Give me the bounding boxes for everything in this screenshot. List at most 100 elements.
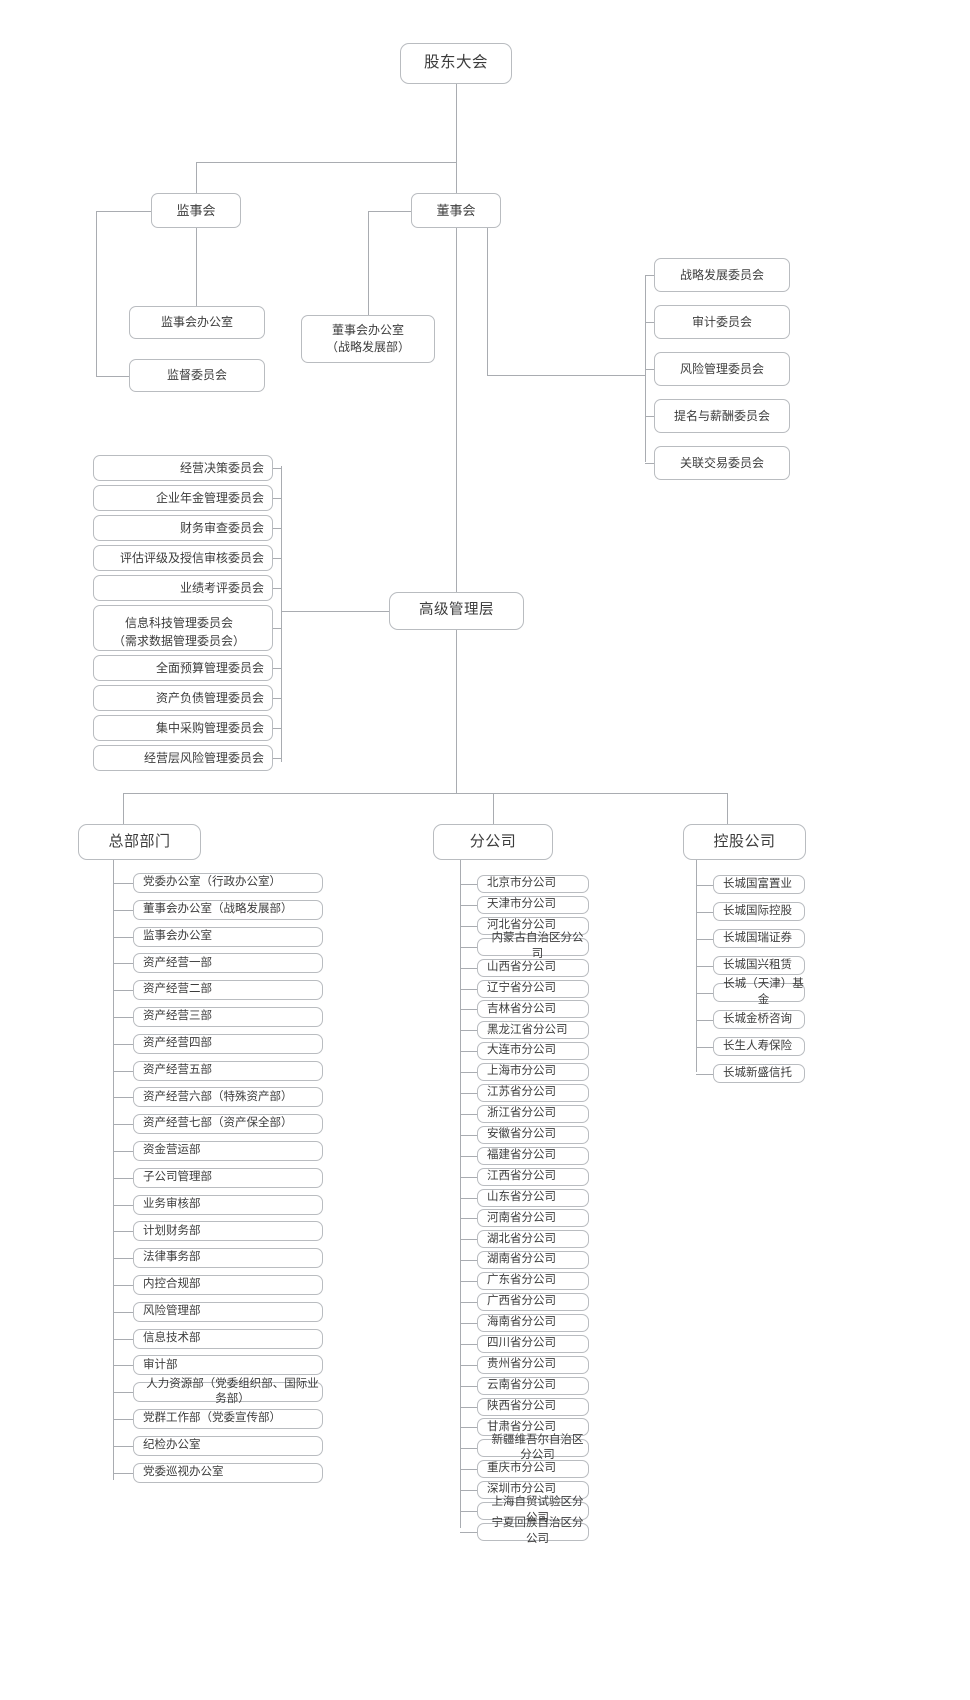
board-committee-3[interactable]: 提名与薪酬委员会 — [654, 399, 790, 433]
hq-department-19-connector — [113, 1392, 133, 1394]
branch-31[interactable]: 宁夏回族自治区分公司 — [477, 1517, 589, 1545]
hq-department-21[interactable]: 纪检办公室 — [133, 1435, 323, 1456]
branch-4-connector — [460, 967, 477, 969]
hq-department-6[interactable]: 资产经营四部 — [133, 1033, 323, 1054]
management-committee-7[interactable]: 资产负债管理委员会 — [93, 685, 273, 711]
branch-26[interactable]: 甘肃省分公司 — [477, 1418, 589, 1437]
holding-company-7[interactable]: 长城新盛信托 — [713, 1064, 805, 1083]
branch-19[interactable]: 广东省分公司 — [477, 1272, 589, 1291]
branch-11[interactable]: 浙江省分公司 — [477, 1104, 589, 1123]
branch-16[interactable]: 河南省分公司 — [477, 1209, 589, 1228]
node-board-of-supervisors[interactable]: 监事会 — [151, 193, 241, 228]
node-board-of-directors[interactable]: 董事会 — [411, 193, 501, 228]
management-committee-9[interactable]: 经营层风险管理委员会 — [93, 745, 273, 771]
branch-14[interactable]: 江西省分公司 — [477, 1167, 589, 1186]
hq-department-15[interactable]: 内控合规部 — [133, 1275, 323, 1295]
branch-10[interactable]: 江苏省分公司 — [477, 1084, 589, 1102]
board-committee-1[interactable]: 审计委员会 — [654, 305, 790, 339]
hq-department-1-connector — [113, 909, 133, 911]
hq-department-11[interactable]: 子公司管理部 — [133, 1167, 323, 1188]
management-committee-3[interactable]: 评估评级及授信审核委员会 — [93, 545, 273, 571]
branch-27[interactable]: 新疆维吾尔自治区分公司 — [477, 1434, 589, 1461]
branch-8[interactable]: 大连市分公司 — [477, 1042, 589, 1061]
board-committee-0[interactable]: 战略发展委员会 — [654, 258, 790, 292]
hq-department-12-connector — [113, 1204, 133, 1206]
holding-company-2[interactable]: 长城国瑞证券 — [713, 929, 805, 948]
hq-department-18[interactable]: 审计部 — [133, 1355, 323, 1376]
node-senior-management[interactable]: 高级管理层 — [389, 592, 524, 630]
management-committee-6[interactable]: 全面预算管理委员会 — [93, 655, 273, 681]
branch-29[interactable]: 深圳市分公司 — [477, 1481, 589, 1500]
branch-22[interactable]: 四川省分公司 — [477, 1334, 589, 1353]
line-directors-main-trunk — [456, 228, 457, 793]
hq-department-8[interactable]: 资产经营六部（特殊资产部） — [133, 1087, 323, 1108]
board-committee-4[interactable]: 关联交易委员会 — [654, 446, 790, 480]
holding-company-1[interactable]: 长城国际控股 — [713, 902, 805, 921]
management-committee-8-connector — [273, 728, 281, 729]
branch-6[interactable]: 吉林省分公司 — [477, 1000, 589, 1019]
branch-0[interactable]: 北京市分公司 — [477, 875, 589, 893]
hq-department-20[interactable]: 党群工作部（党委宣传部） — [133, 1409, 323, 1429]
hq-department-13-connector — [113, 1231, 133, 1233]
branch-25[interactable]: 陕西省分公司 — [477, 1397, 589, 1416]
holding-company-3[interactable]: 长城国兴租赁 — [713, 956, 805, 975]
hq-department-4[interactable]: 资产经营二部 — [133, 980, 323, 1001]
management-committee-5[interactable]: 信息科技管理委员会（需求数据管理委员会） — [93, 605, 273, 651]
branch-4[interactable]: 山西省分公司 — [477, 958, 589, 977]
management-committee-2[interactable]: 财务审查委员会 — [93, 515, 273, 541]
branch-24[interactable]: 云南省分公司 — [477, 1376, 589, 1395]
branch-15[interactable]: 山东省分公司 — [477, 1188, 589, 1207]
node-directors-office[interactable]: 董事会办公室 （战略发展部） — [301, 315, 435, 363]
hq-department-0[interactable]: 党委办公室（行政办公室） — [133, 873, 323, 893]
node-shareholders-meeting[interactable]: 股东大会 — [400, 43, 512, 84]
management-committee-1-connector — [273, 498, 281, 499]
holding-company-4[interactable]: 长城（天津）基金 — [713, 978, 805, 1006]
branch-18[interactable]: 湖南省分公司 — [477, 1251, 589, 1270]
hq-department-16-connector — [113, 1311, 133, 1313]
hq-department-17[interactable]: 信息技术部 — [133, 1328, 323, 1349]
node-hq-departments[interactable]: 总部部门 — [78, 824, 201, 860]
hq-department-2[interactable]: 监事会办公室 — [133, 926, 323, 947]
hq-department-5[interactable]: 资产经营三部 — [133, 1007, 323, 1027]
branch-1[interactable]: 天津市分公司 — [477, 895, 589, 914]
branch-17[interactable]: 湖北省分公司 — [477, 1230, 589, 1249]
holding-company-6[interactable]: 长生人寿保险 — [713, 1037, 805, 1056]
branch-25-connector — [460, 1406, 477, 1408]
hq-department-15-connector — [113, 1285, 133, 1286]
management-committee-0[interactable]: 经营决策委员会 — [93, 455, 273, 481]
branch-23[interactable]: 贵州省分公司 — [477, 1355, 589, 1374]
branch-5[interactable]: 辽宁省分公司 — [477, 979, 589, 998]
branch-28[interactable]: 重庆市分公司 — [477, 1460, 589, 1479]
branch-2[interactable]: 河北省分公司 — [477, 916, 589, 935]
hq-department-19[interactable]: 人力资源部（党委组织部、国际业务部） — [133, 1378, 323, 1405]
hq-department-14[interactable]: 法律事务部 — [133, 1248, 323, 1269]
node-branches[interactable]: 分公司 — [433, 824, 553, 860]
branch-7[interactable]: 黑龙江省分公司 — [477, 1021, 589, 1040]
node-holding-companies[interactable]: 控股公司 — [683, 824, 806, 860]
hq-department-1[interactable]: 董事会办公室（战略发展部） — [133, 899, 323, 920]
node-supervisors-office[interactable]: 监事会办公室 — [129, 306, 265, 339]
branch-12[interactable]: 安徽省分公司 — [477, 1125, 589, 1144]
hq-department-16[interactable]: 风险管理部 — [133, 1301, 323, 1322]
branch-14-connector — [460, 1176, 477, 1178]
holding-company-0[interactable]: 长城国富置业 — [713, 875, 805, 894]
branch-13[interactable]: 福建省分公司 — [477, 1146, 589, 1165]
management-committee-1[interactable]: 企业年金管理委员会 — [93, 485, 273, 511]
hq-department-10[interactable]: 资金营运部 — [133, 1141, 323, 1161]
hq-department-12[interactable]: 业务审核部 — [133, 1194, 323, 1215]
board-committee-2[interactable]: 风险管理委员会 — [654, 352, 790, 386]
branch-21[interactable]: 海南省分公司 — [477, 1313, 589, 1332]
management-committee-8[interactable]: 集中采购管理委员会 — [93, 715, 273, 741]
branch-20[interactable]: 广西省分公司 — [477, 1293, 589, 1311]
holding-company-6-connector — [696, 1046, 713, 1048]
branch-9[interactable]: 上海市分公司 — [477, 1063, 589, 1082]
node-supervision-committee[interactable]: 监督委员会 — [129, 359, 265, 392]
holding-company-5[interactable]: 长城金桥咨询 — [713, 1010, 805, 1029]
branch-3[interactable]: 内蒙古自治区分公司 — [477, 932, 589, 960]
hq-department-9[interactable]: 资产经营七部（资产保全部） — [133, 1114, 323, 1135]
hq-department-22[interactable]: 党委巡视办公室 — [133, 1462, 323, 1483]
hq-department-13[interactable]: 计划财务部 — [133, 1221, 323, 1242]
hq-department-7[interactable]: 资产经营五部 — [133, 1060, 323, 1081]
hq-department-3[interactable]: 资产经营一部 — [133, 953, 323, 974]
management-committee-4[interactable]: 业绩考评委员会 — [93, 575, 273, 601]
